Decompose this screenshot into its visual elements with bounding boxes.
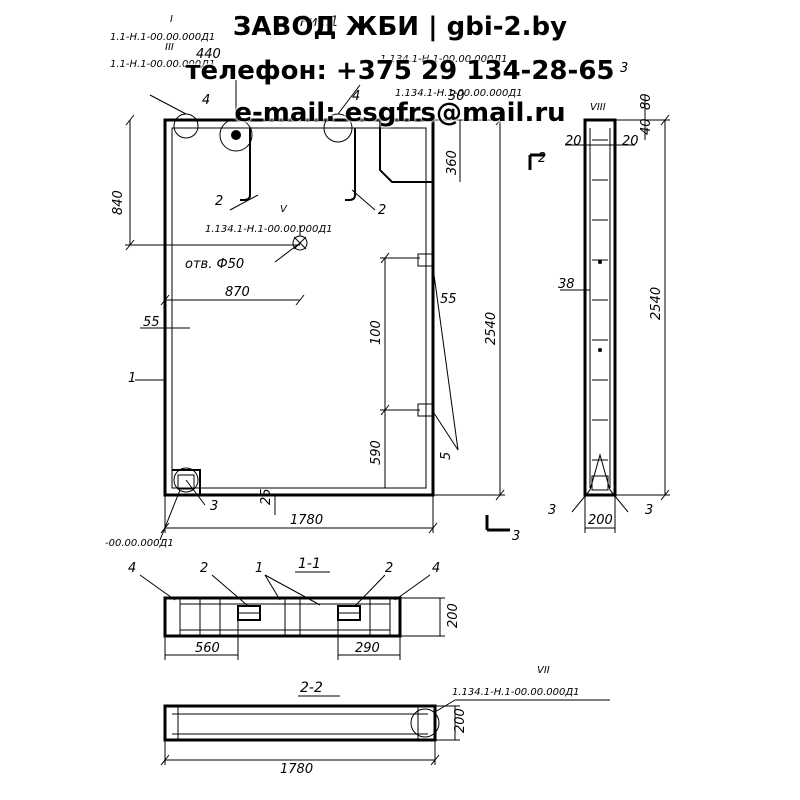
- ref-5: 1.134.1-Н.1-00.00.000Д1: [205, 224, 333, 235]
- s11-callout-4-left: 4: [128, 561, 136, 576]
- dim-80: 80: [639, 93, 654, 110]
- s11-callout-2-right: 2: [385, 561, 393, 576]
- dim-200-s22: 200: [453, 708, 468, 733]
- dim-20-right: 20: [622, 134, 639, 149]
- node-mark-V: V: [280, 204, 288, 215]
- hole-label: отв. Ф50: [185, 257, 244, 272]
- node-circle-VII: [410, 708, 440, 738]
- callout-3-side-left: 3: [548, 503, 556, 518]
- ref-7: 1.134.1-Н.1-00.00.000Д1: [452, 687, 580, 698]
- panel-outline: [163, 118, 435, 497]
- dim-20-left: 20: [565, 134, 582, 149]
- main-elevation: [125, 80, 545, 541]
- section-1-1-outline: [163, 596, 402, 638]
- figure-title: Рис.1: [300, 14, 339, 30]
- dim-40: 40: [639, 118, 654, 135]
- section-mark-3: 3: [512, 529, 520, 544]
- banner-line-1: ЗАВОД ЖБИ | gbi-2.by: [232, 12, 568, 42]
- dim-38: 38: [558, 277, 575, 292]
- ref-3: 1.134.1-Н.1-00.00.000Д1: [380, 54, 508, 65]
- banner-line-2: телефон: +375 29 134-28-65: [185, 56, 615, 86]
- s11-callout-4-right: 4: [432, 561, 440, 576]
- side-outline: [583, 118, 617, 497]
- corner-insert: [177, 474, 195, 490]
- dim-1780-s22: 1780: [280, 762, 313, 777]
- panel-step: [379, 120, 433, 183]
- ref-2: 1.1-Н.1-00.00.000Д1: [110, 59, 215, 70]
- section-2-2-outline: [163, 704, 437, 742]
- dim-870: 870: [225, 285, 250, 300]
- dim-2540-main: 2540: [484, 312, 499, 345]
- callout-5: 5: [439, 452, 454, 460]
- callout-2-right: 2: [378, 203, 386, 218]
- callout-4-right: 4: [352, 89, 360, 104]
- dim-100: 100: [369, 320, 384, 345]
- dim-360: 360: [445, 150, 460, 175]
- banner-line-3: e-mail: esgfrs@mail.ru: [234, 98, 566, 128]
- callout-3-side-right: 3: [645, 503, 653, 518]
- node-dot-III: [231, 130, 241, 140]
- dim-55-left: 55: [143, 315, 160, 330]
- ref-1: 1.1-Н.1-00.00.000Д1: [110, 32, 215, 43]
- dim-30: 30: [448, 89, 465, 104]
- dim-1780-main: 1780: [290, 513, 323, 528]
- section-mark-3-top: 3: [620, 61, 628, 76]
- section-mark-2: 2: [538, 151, 546, 166]
- callout-3-main: 3: [210, 499, 218, 514]
- callout-2-left: 2: [215, 194, 223, 209]
- lifting-loop-left: [240, 128, 251, 201]
- dim-290: 290: [355, 641, 380, 656]
- s11-callout-1: 1: [255, 561, 263, 576]
- callout-4-left: 4: [202, 93, 210, 108]
- dim-560: 560: [195, 641, 220, 656]
- ref-4: 1.134.1-Н.1-00.00.000Д1: [395, 88, 523, 99]
- node-mark-VII: VII: [537, 665, 550, 676]
- panel-inner-contour: [171, 127, 427, 489]
- embedded-part-lower: [417, 403, 433, 417]
- node-mark-I: I: [170, 14, 173, 25]
- dim-25: 25: [259, 488, 274, 505]
- dim-840: 840: [111, 190, 126, 215]
- embedded-part-upper: [417, 253, 433, 267]
- section-2-2-title: 2-2: [300, 680, 323, 696]
- node-mark-VIII: VIII: [590, 102, 606, 113]
- dim-200-s11: 200: [446, 603, 461, 628]
- corner-detail: [172, 469, 201, 495]
- node-circle-VI: [173, 467, 199, 493]
- dim-440: 440: [196, 47, 221, 62]
- node-mark-III: III: [165, 42, 174, 53]
- section-1-1: [139, 571, 445, 660]
- ref-6: -00.00.000Д1: [105, 538, 174, 549]
- dim-200-side: 200: [588, 513, 613, 528]
- s11-callout-2-left: 2: [200, 561, 208, 576]
- lifting-loop-right: [345, 128, 356, 201]
- side-view: [560, 95, 670, 533]
- callout-1: 1: [128, 371, 136, 386]
- dim-55-right: 55: [440, 292, 457, 307]
- dim-2540-side: 2540: [649, 287, 664, 320]
- section-2-2: [160, 695, 610, 766]
- dim-590: 590: [369, 440, 384, 465]
- section-1-1-title: 1-1: [298, 556, 321, 572]
